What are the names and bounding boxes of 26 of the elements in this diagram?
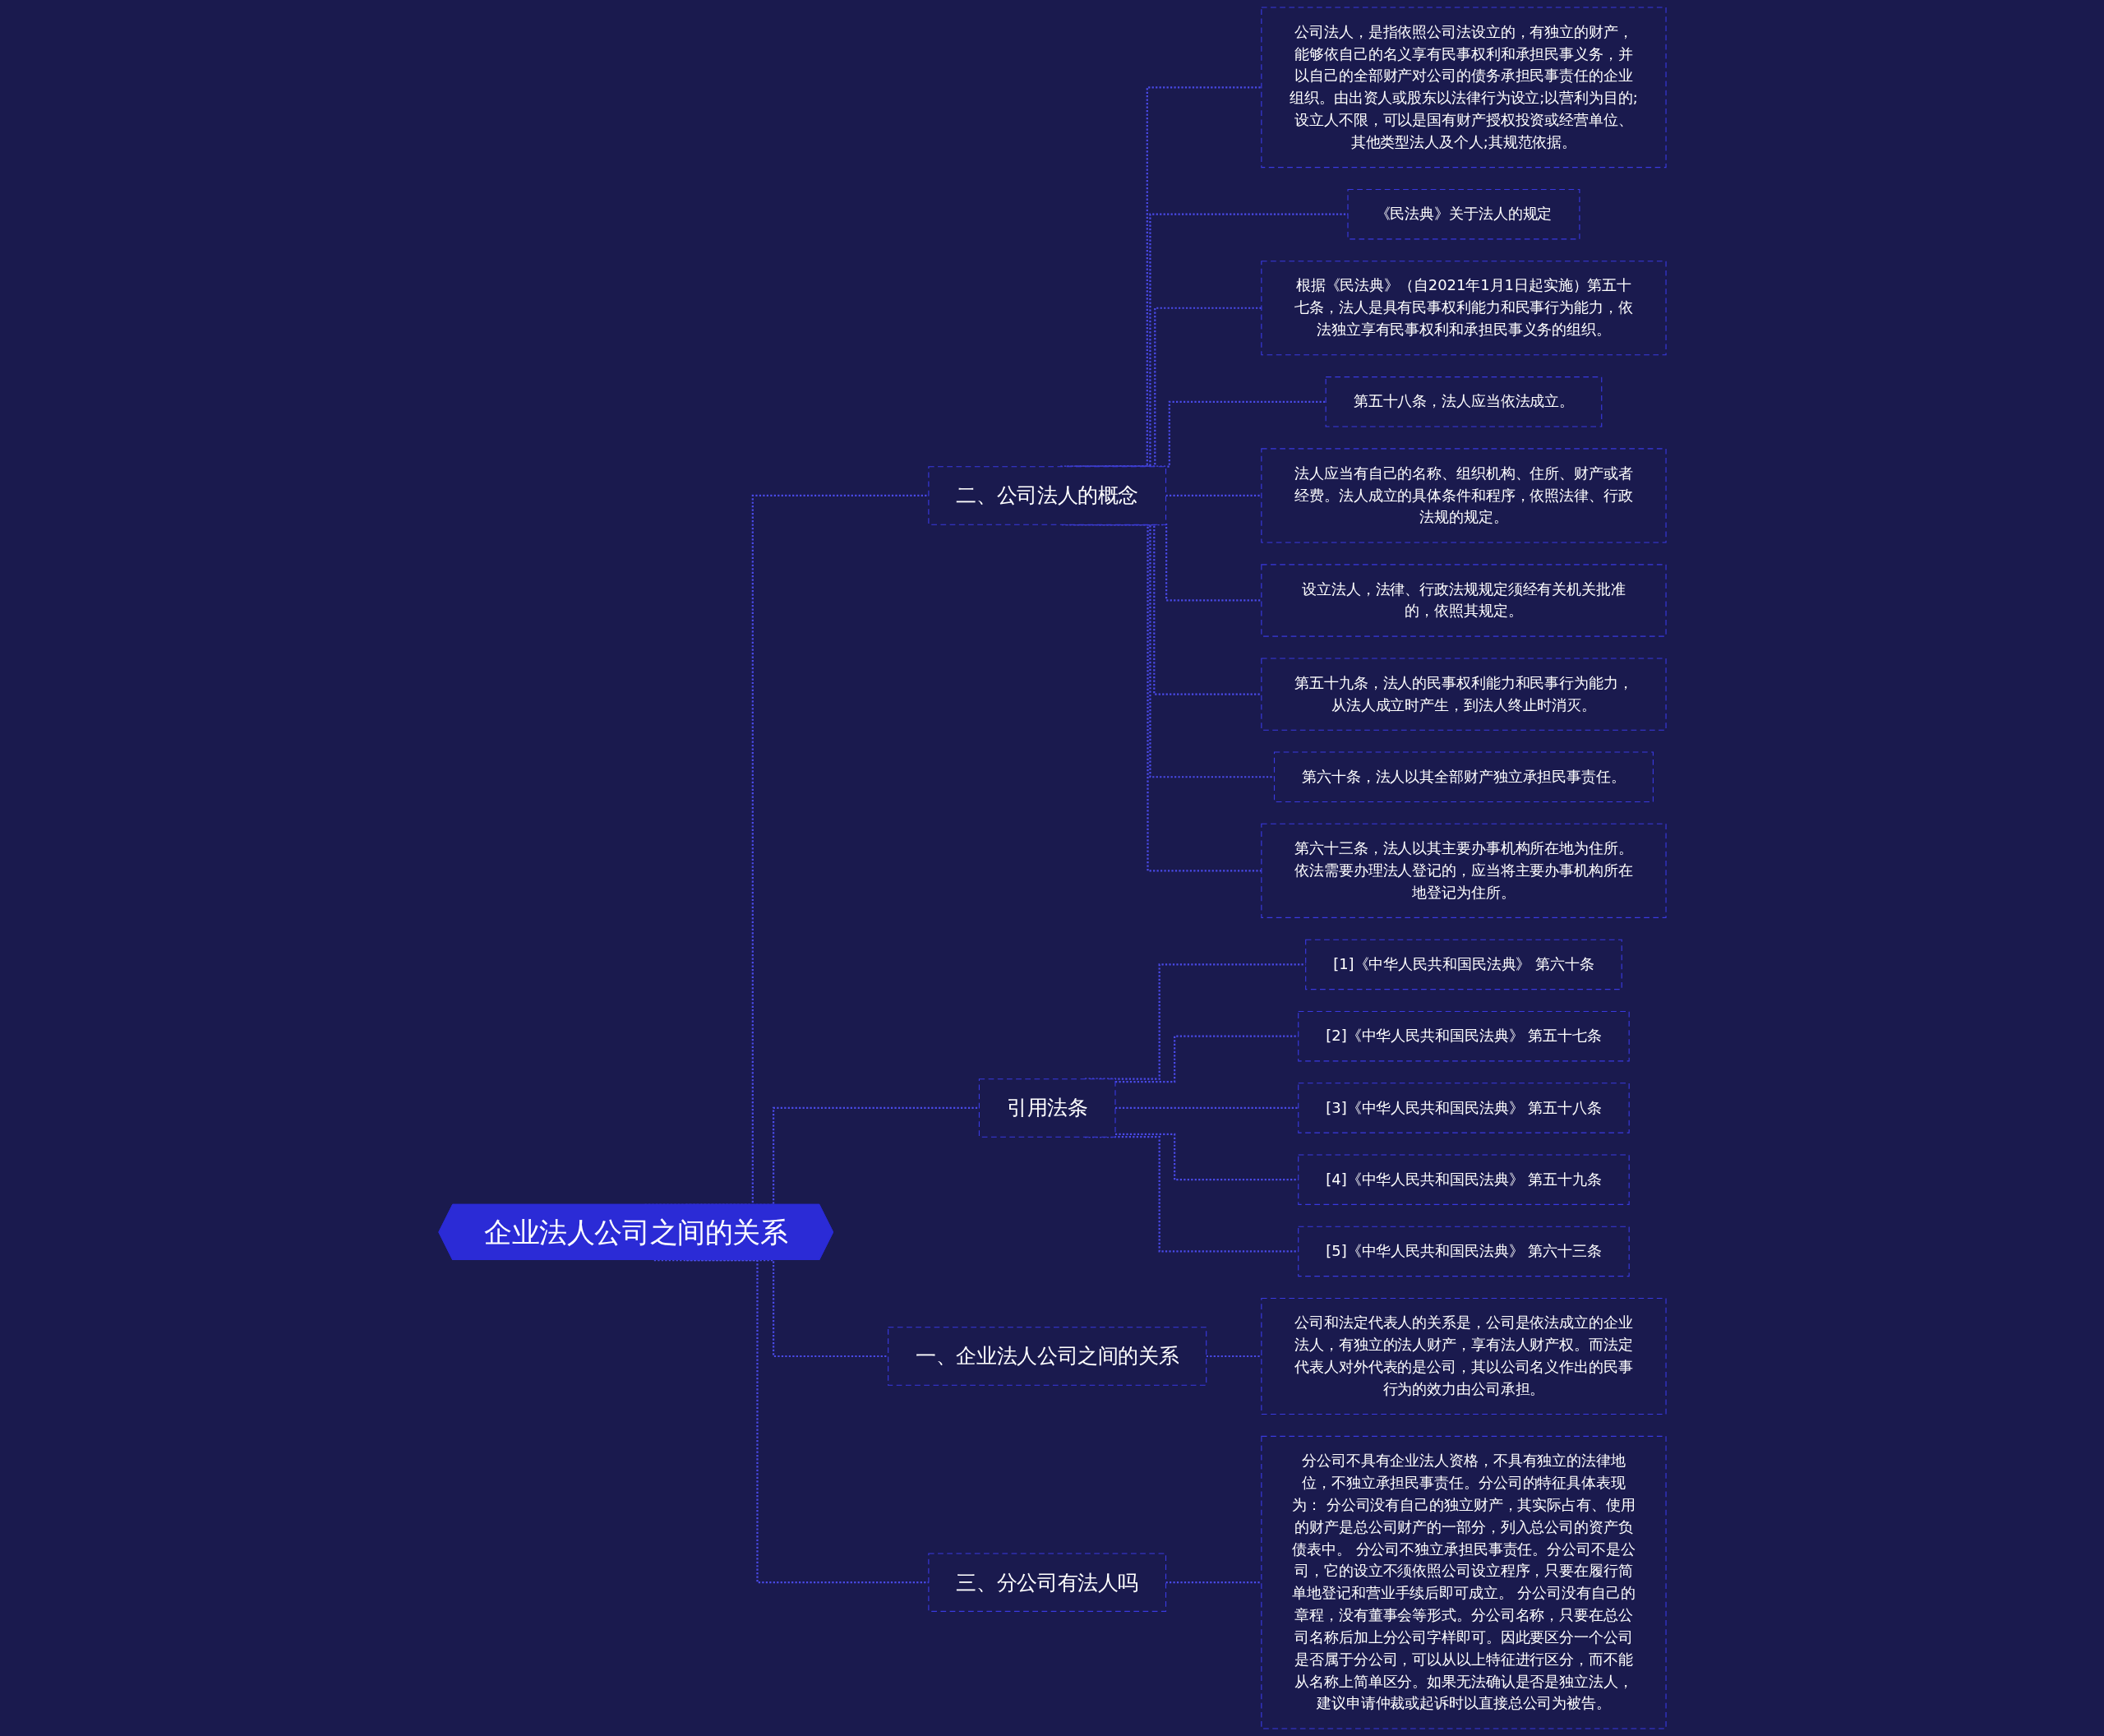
node-box: 三、分公司有法人吗 <box>927 1553 1166 1612</box>
node-box: 设立法人，法律、行政法规规定须经有关机关批准的，依照其规定。 <box>1260 564 1667 637</box>
node-box: [2]《中华人民共和国民法典》 第五十七条 <box>1297 1010 1630 1062</box>
connector <box>1114 1106 1299 1110</box>
node-box: 法人应当有自己的名称、组织机构、住所、财产或者经费。法人成立的具体条件和程序，依照法律、行政法规的规定。 <box>1260 448 1667 543</box>
node-box: 《民法典》关于法人的规定 <box>1346 188 1580 240</box>
node-box: 分公司不具有企业法人资格，不具有独立的法律地位，不独立承担民事责任。分公司的特征具体表现为： 分公司没有自己的独立财产，其实际占有、使用的财产是总公司财产的一部分，列入总公司的资产负债表中。 分公司不独立承担民事责任。分公司不是公司，它的设立不须依照公司设立程序，只要在履行简单地登记和营业手续后即可成立。 分公司没有自己的章程，没有董事会等形式。分公司名称，只要在总公司名称后加上分公司字样即可。因此要区分一个公司是否属于分公司，可以从以上特征进行区分，而不能从名称上简单区分。如果无法确认是否是独立法人，建议申请仲裁或起诉时以直接总公司为被告。 <box>1260 1435 1667 1729</box>
node-box: 公司和法定代表人的关系是，公司是依法成立的企业法人，有独立的法人财产，享有法人财产权。而法定代表人对外代表的是公司，其以公司名义作出的民事行为的效力由公司承担。 <box>1260 1297 1667 1415</box>
node-box: 根据《民法典》（自2021年1月1日起实施）第五十七条，法人是具有民事权利能力和民事行为能力，依法独立享有民事权利和承担民事义务的组织。 <box>1260 261 1667 356</box>
node-box: [1]《中华人民共和国民法典》 第六十条 <box>1304 939 1622 990</box>
connector <box>1114 1035 1299 1083</box>
node-box: 二、公司法人的概念 <box>927 466 1166 525</box>
node-box: 公司法人，是指依照公司法设立的，有独立的财产，能够依自己的名义享有民事权利和承担民事义务，并以自己的全部财产对公司的债务承担民事责任的企业组织。由出资人或股东以法律行为设立;以营利为目的;设立人不限，可以是国有财产授权投资或经营单位、其他类型法人及个人;其规范依据。 <box>1260 7 1667 169</box>
node-box: [5]《中华人民共和国民法典》 第六十三条 <box>1297 1226 1630 1277</box>
node-box: 第六十条，法人以其全部财产独立承担民事责任。 <box>1273 751 1654 802</box>
connector <box>685 1259 888 1358</box>
connector <box>1165 494 1262 497</box>
connector <box>1165 1581 1262 1584</box>
node-box: 第六十三条，法人以其主要办事机构所在地为住所。依法需要办理法人登记的，应当将主要办事机构所在地登记为住所。 <box>1260 823 1667 918</box>
node-box: 第五十八条，法人应当依法成立。 <box>1325 376 1602 427</box>
node-box: [4]《中华人民共和国民法典》 第五十九条 <box>1297 1154 1630 1205</box>
node-box: [3]《中华人民共和国民法典》 第五十八条 <box>1297 1083 1630 1133</box>
node-box: 一、企业法人公司之间的关系 <box>887 1327 1207 1386</box>
node-box: 第五十九条，法人的民事权利能力和民事行为能力，从法人成立时产生，到法人终止时消灭。 <box>1260 658 1667 731</box>
node-box: 引用法条 <box>978 1078 1116 1138</box>
connector <box>1114 1133 1299 1181</box>
